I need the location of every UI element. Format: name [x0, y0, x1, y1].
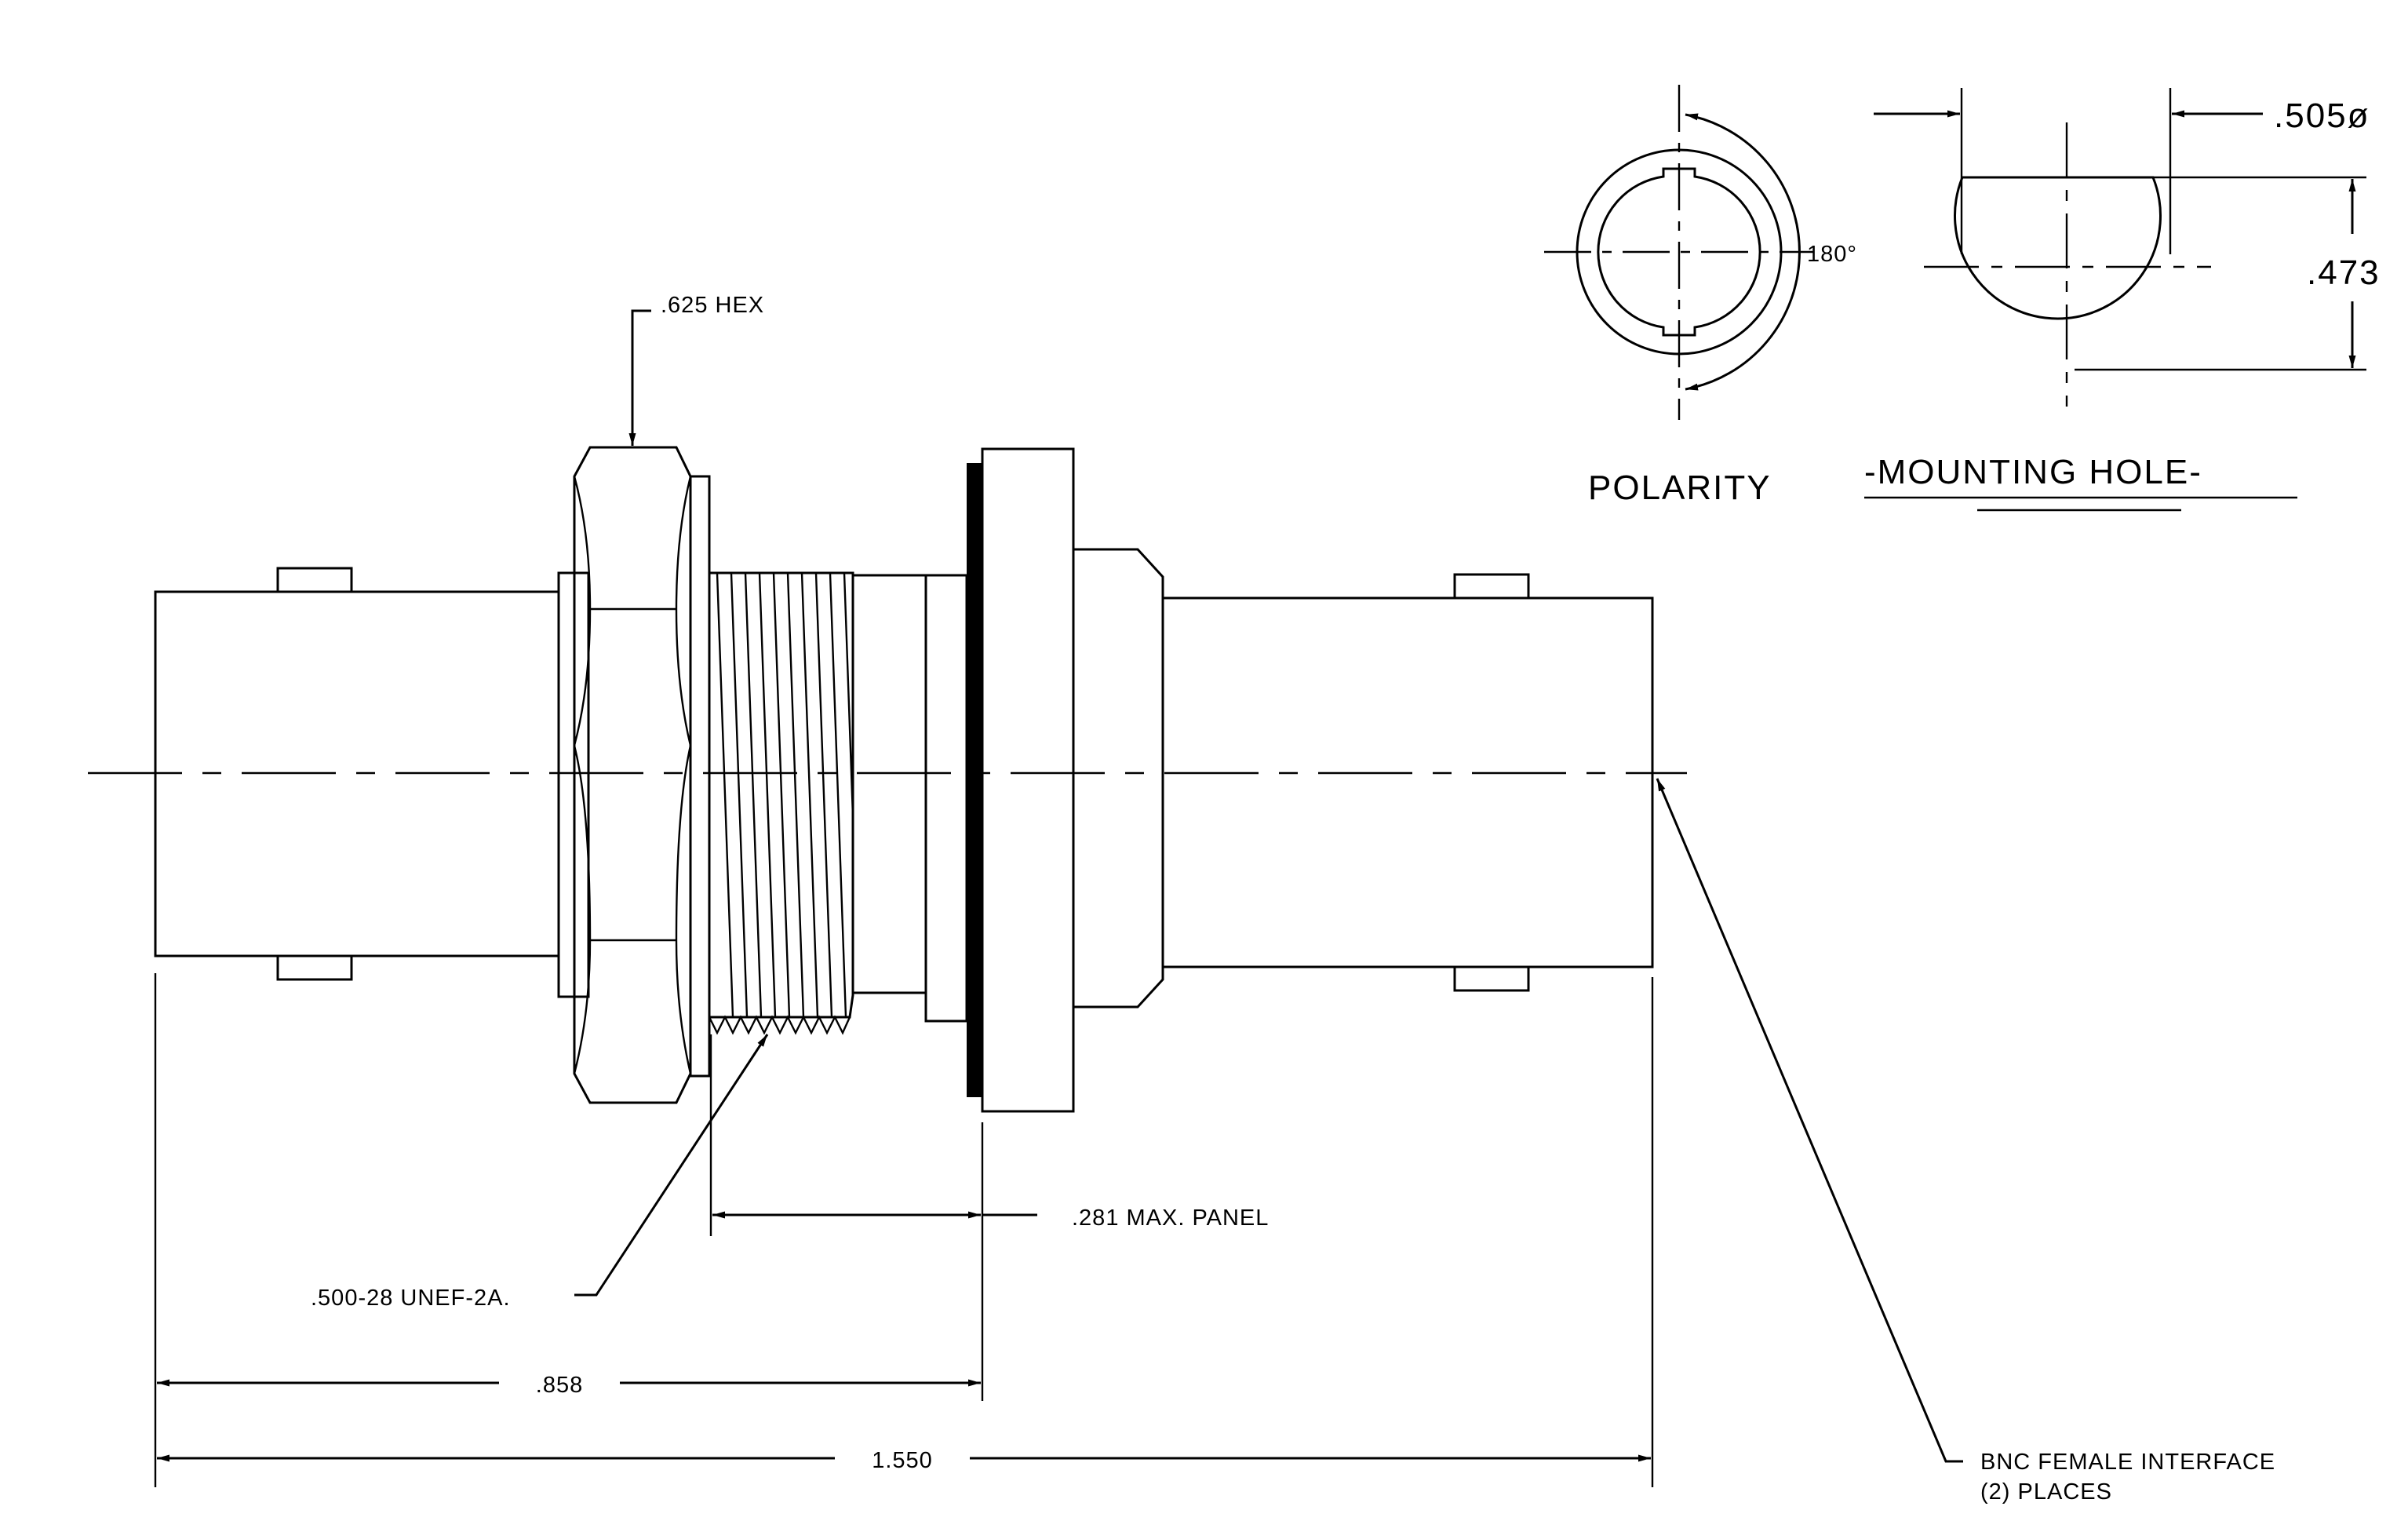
thread-leader: [574, 1034, 769, 1297]
interface-label-2: (2) PLACES: [1980, 1479, 2112, 1505]
panel-seat: [924, 574, 968, 1023]
shank: [851, 574, 927, 994]
thread-teeth: [708, 1015, 851, 1035]
thread-body: [708, 571, 854, 1019]
dim-858-label: .858: [536, 1373, 583, 1398]
left-bayonet-pin-bottom: [276, 954, 353, 981]
dimensions: .625 HEX .500-28 UNEF-2A. .281 MAX. PANE…: [154, 293, 2275, 1505]
hex-label: .625 HEX: [661, 293, 764, 318]
thread-label: .500-28 UNEF-2A.: [311, 1286, 511, 1311]
right-bnc-body: [1161, 596, 1654, 968]
thread-lines: [716, 572, 854, 1018]
body-flange: [981, 447, 1075, 1113]
panel-label: .281 MAX. PANEL: [1072, 1205, 1269, 1231]
polarity-arc: [1685, 113, 1801, 391]
polarity-angle: 180°: [1807, 242, 1857, 267]
interface-leader: [1656, 778, 1963, 1463]
polarity-title: POLARITY: [1588, 469, 1772, 507]
side-view: [88, 446, 1687, 1113]
mounting-hole-shape: [1954, 176, 2162, 320]
dia-label: .505ø: [2274, 97, 2370, 135]
interface-label-1: BNC FEMALE INTERFACE: [1980, 1450, 2275, 1475]
gasket: [967, 463, 982, 1097]
polarity-keyed-ring: [1597, 167, 1761, 337]
left-bayonet-pin-top: [276, 567, 353, 593]
dim-1550-label: 1.550: [872, 1448, 933, 1473]
mounting-hole-title: -MOUNTING HOLE-: [1864, 453, 2202, 491]
right-bayonet-pin-bottom: [1453, 965, 1530, 992]
collar: [1072, 548, 1164, 1009]
right-bayonet-pin-top: [1453, 573, 1530, 600]
polarity-outer-circle: [1576, 148, 1783, 356]
hex-nut-facets: [573, 476, 692, 1074]
mounting-hole-view: .505ø .473 -MOUNTING HOLE-: [1864, 88, 2381, 512]
flat-label: .473: [2307, 254, 2381, 292]
hex-leader: [628, 309, 651, 446]
polarity-view: 180° POLARITY: [1544, 85, 1857, 507]
hex-nut: [573, 446, 692, 1104]
lock-washer: [689, 475, 711, 1078]
